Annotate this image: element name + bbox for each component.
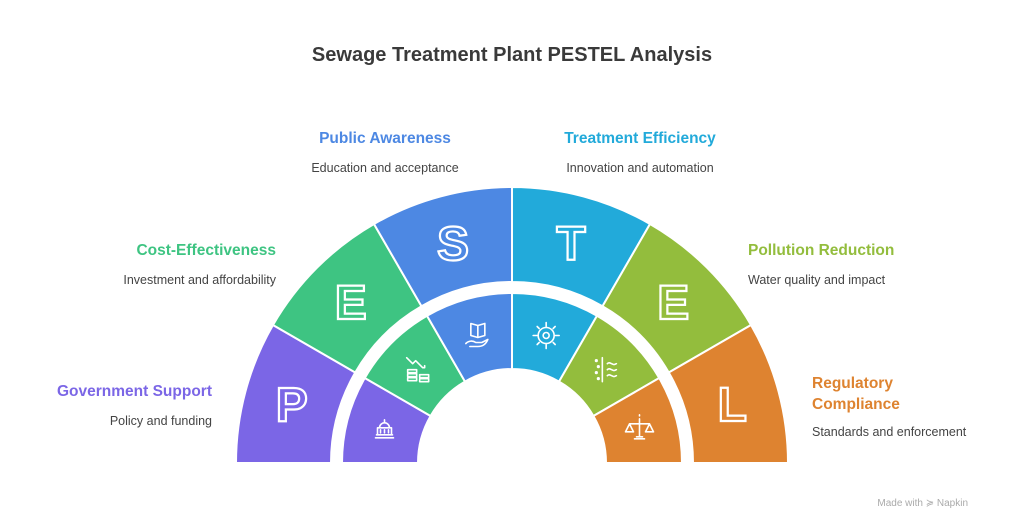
segment-l-5: L xyxy=(592,323,790,464)
scales-icon xyxy=(624,414,655,440)
pestel-letter: L xyxy=(718,379,747,432)
page-title: Sewage Treatment Plant PESTEL Analysis xyxy=(311,44,713,66)
water-filter-icon xyxy=(594,356,618,383)
capitol-building-icon xyxy=(374,419,395,439)
segment-p-0: P xyxy=(234,323,432,464)
pestel-letter: E xyxy=(335,277,367,330)
gear-sun-icon xyxy=(532,321,560,350)
pestel-letter: T xyxy=(556,218,585,271)
pestel-letter: S xyxy=(437,218,469,271)
book-in-hand-icon xyxy=(465,322,489,348)
desc-government-support: Policy and funding xyxy=(109,414,212,428)
desc-public-awareness: Education and acceptance xyxy=(311,161,459,175)
made-with-napkin: Made with ≽ Napkin xyxy=(877,498,968,509)
outer-segment xyxy=(667,323,790,464)
segment-e-4: E xyxy=(557,222,753,418)
inner-segment xyxy=(592,376,684,464)
label-government-support: Government Support xyxy=(56,383,212,400)
coins-decline-icon xyxy=(405,356,430,383)
pestel-letter: P xyxy=(276,379,308,432)
desc-pollution-reduction: Water quality and impact xyxy=(748,273,886,287)
desc-treatment-efficiency: Innovation and automation xyxy=(566,161,714,175)
label-treatment-efficiency: Treatment Efficiency xyxy=(564,130,716,147)
label-pollution-reduction: Pollution Reduction xyxy=(748,242,895,259)
desc-regulatory-compliance: Standards and enforcement xyxy=(812,425,967,439)
label-regulatory-compliance: Regulatory Compliance xyxy=(812,375,900,413)
pestel-letter: E xyxy=(657,277,689,330)
label-cost-effectiveness: Cost-Effectiveness xyxy=(136,242,276,259)
desc-cost-effectiveness: Investment and affordability xyxy=(123,273,276,287)
segment-t-3: T xyxy=(511,185,652,383)
label-public-awareness: Public Awareness xyxy=(319,130,451,147)
